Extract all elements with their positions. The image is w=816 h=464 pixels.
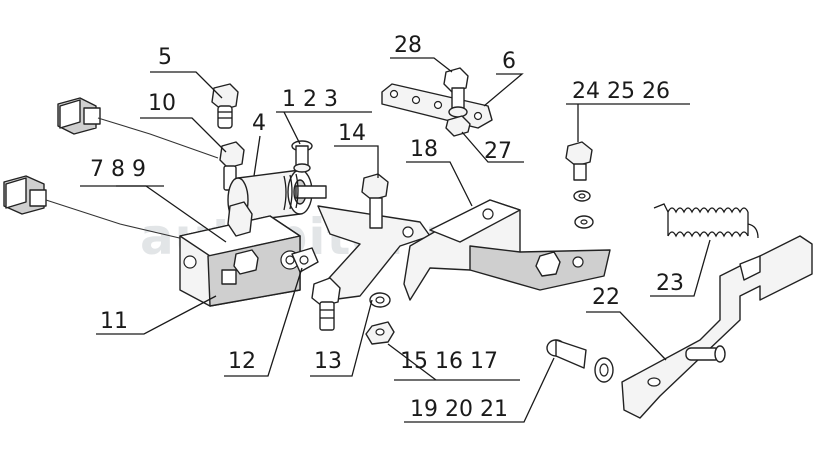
callout-15-16-17: 15 16 17 [400,349,498,374]
part-23-spring [653,203,759,239]
part-19-20-21-pin [546,339,614,383]
callout-6: 6 [502,49,516,74]
callout-28: 28 [394,33,422,58]
connector-upper [57,97,219,159]
part-11-bracket [179,201,301,307]
part-1-2-3-bolt [291,140,313,173]
callout-12: 12 [228,349,256,374]
callout-27: 27 [484,139,512,164]
part-6-plate [381,67,493,137]
callout-22: 22 [592,285,620,310]
callout-5: 5 [158,45,172,70]
callout-7-8-9: 7 8 9 [90,157,146,182]
callout-11: 11 [100,309,128,334]
callout-23: 23 [656,271,684,296]
callout-10: 10 [148,91,176,116]
part-18-bracket [403,199,611,301]
part-12-plate [291,247,319,273]
part-22-lever-plate [621,235,813,419]
connector-lower [3,175,189,241]
callout-24-25-26: 24 25 26 [572,79,670,104]
callout-19-20-21: 19 20 21 [410,397,508,422]
part-13-lever [311,205,431,331]
part-15-16-17-fasteners [365,292,395,345]
callout-14: 14 [338,121,366,146]
callout-1-2-3: 1 2 3 [282,87,338,112]
part-24-25-26-fasteners [565,141,594,229]
callout-18: 18 [410,137,438,162]
callout-13: 13 [314,349,342,374]
callout-4: 4 [252,111,266,136]
part-5-sensor [211,83,239,129]
